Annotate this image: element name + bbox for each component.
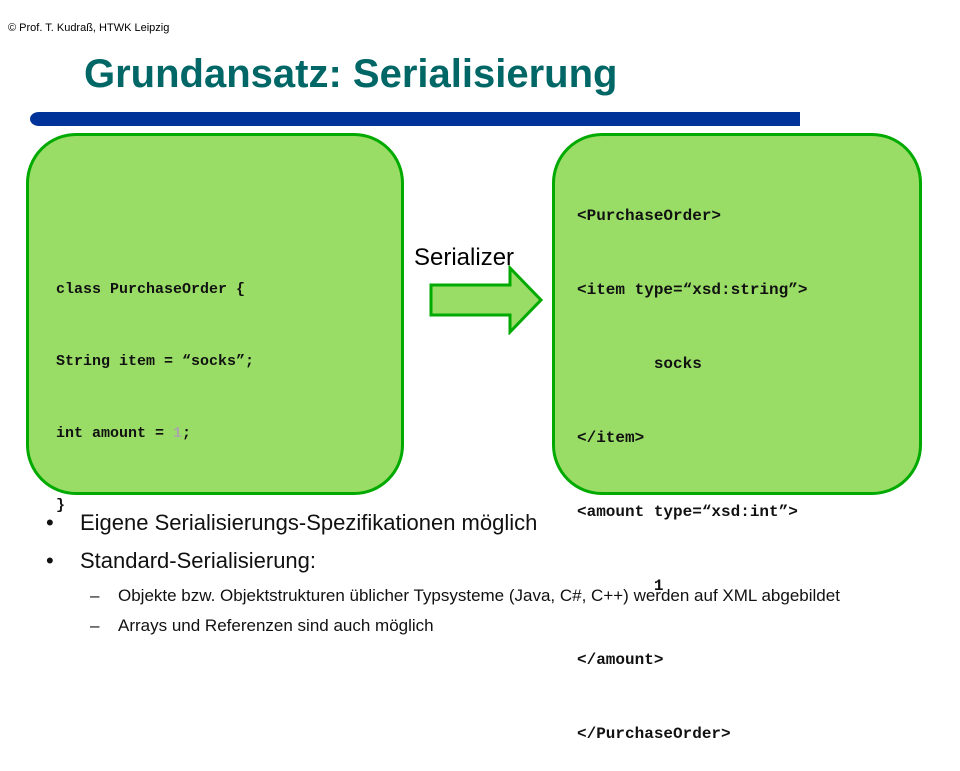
code-line: <amount type=“xsd:int”> (577, 503, 798, 521)
code-line: class PurchaseOrder { (56, 281, 246, 298)
arrow-right-icon (429, 265, 544, 335)
code-line: socks (577, 355, 702, 373)
code-line: </amount> (577, 651, 664, 669)
xml-output-box (552, 133, 922, 495)
bullet-item: •Eigene Serialisierungs-Spezifikationen … (46, 510, 538, 535)
serializer-label: Serializer (414, 244, 515, 271)
bullet-item: •Standard-Serialisierung: (46, 548, 317, 573)
sub-bullet-item: –Arrays und Referenzen sind auch möglich (90, 616, 434, 635)
dash-icon: – (90, 616, 100, 635)
code-line: <PurchaseOrder> (577, 207, 722, 225)
dash-icon: – (90, 586, 100, 605)
xml-output-code: <PurchaseOrder> <item type=“xsd:string”>… (577, 161, 807, 771)
bullet-list: •Eigene Serialisierungs-Spezifikationen … (46, 510, 840, 646)
code-line: String item = “socks”; (56, 353, 255, 370)
slide-title: Grundansatz: Serialisierung (84, 52, 618, 96)
java-class-code: class PurchaseOrder { String item = “soc… (56, 237, 254, 542)
code-line: 1 (577, 577, 664, 595)
code-line: } (56, 497, 66, 514)
code-line: <item type=“xsd:string”> (577, 281, 808, 299)
bullet-dot-icon: • (46, 548, 54, 573)
title-underline-bar (30, 112, 800, 126)
copyright-notice: © Prof. T. Kudraß, HTWK Leipzig (8, 22, 170, 34)
code-line: </item> (577, 429, 645, 447)
code-line: </PurchaseOrder> (577, 725, 731, 743)
code-line: int amount = 1; (56, 425, 192, 442)
sub-bullet-item: –Objekte bzw. Objektstrukturen üblicher … (90, 586, 840, 605)
bullet-dot-icon: • (46, 510, 54, 535)
java-class-box (26, 133, 404, 495)
